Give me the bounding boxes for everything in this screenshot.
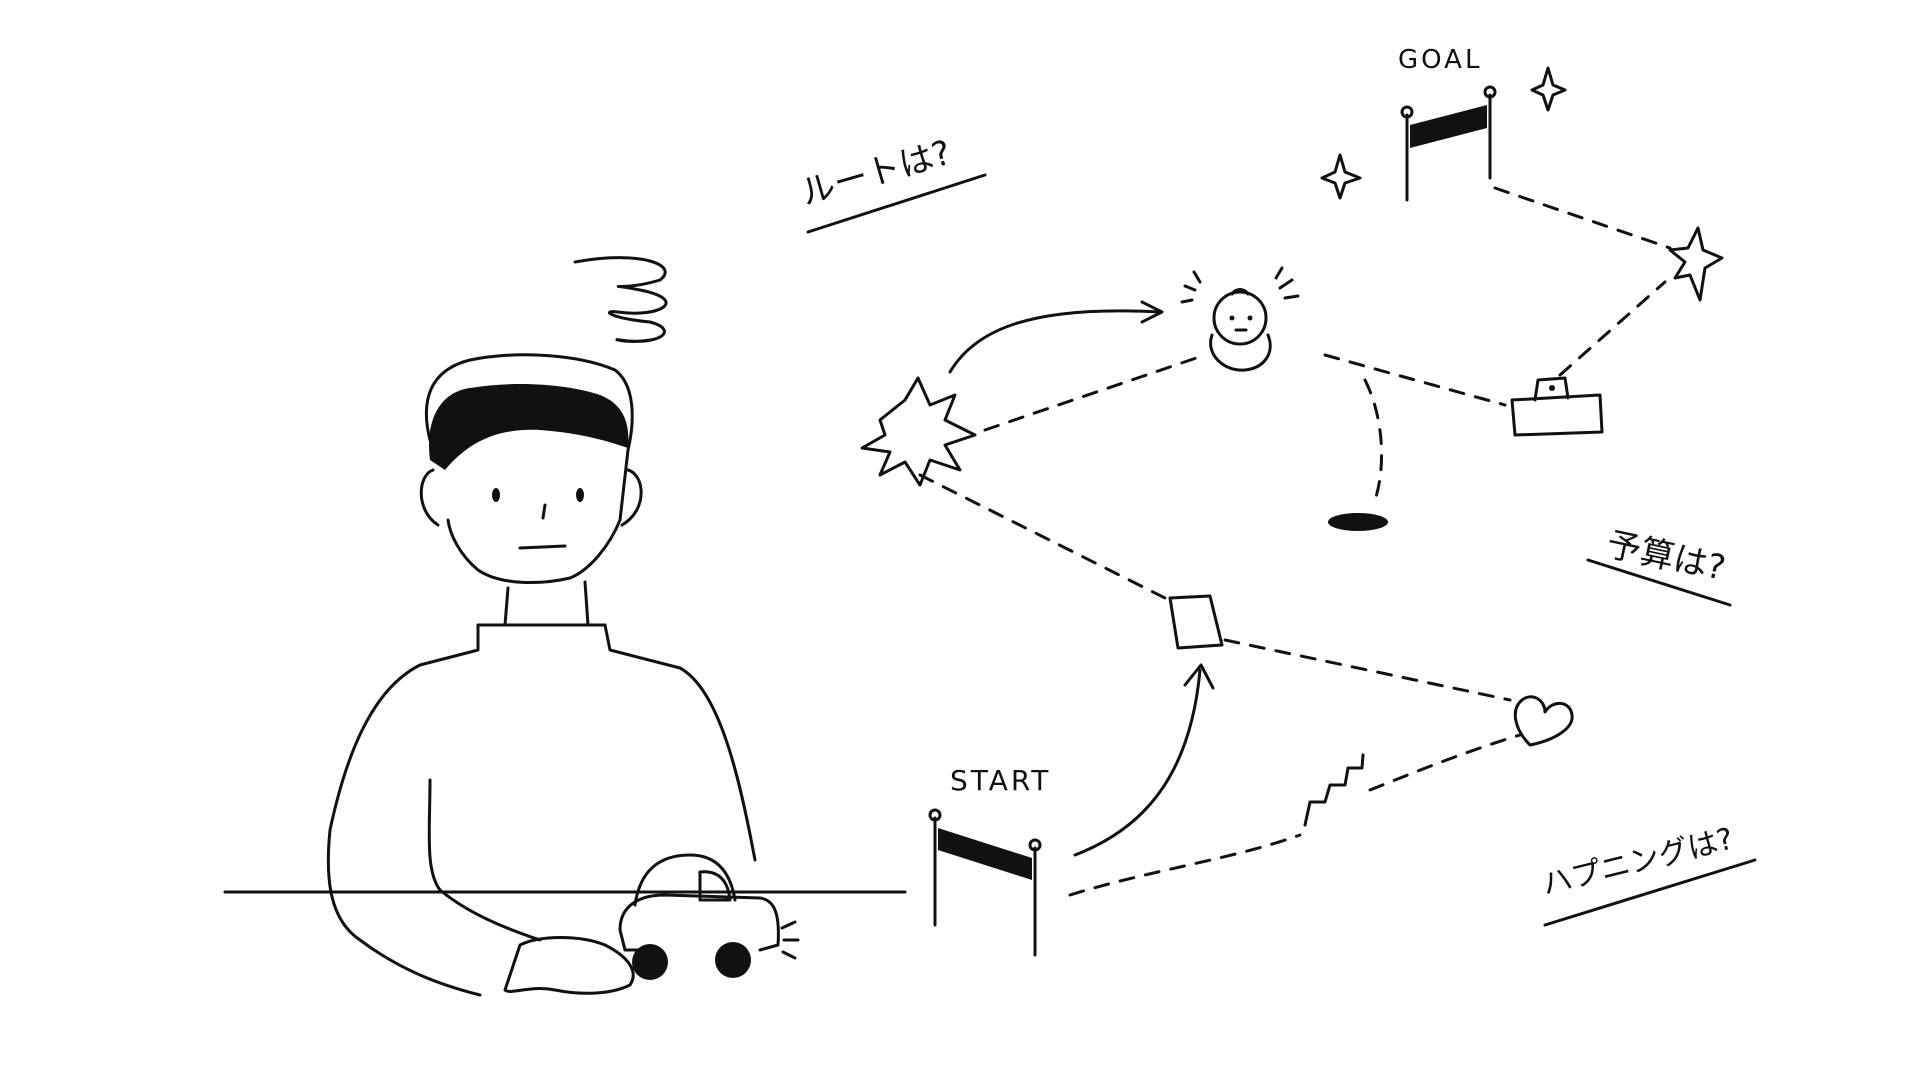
stamp-icon: [1510, 376, 1604, 437]
car-rear-wheel: [715, 942, 751, 978]
start-flag-knob-right: [1028, 838, 1042, 852]
happening-question: ハプニングは?: [1538, 821, 1757, 927]
route-arrowhead: [1140, 300, 1164, 324]
start-flag-knob-left: [928, 808, 942, 822]
start-banner: [938, 828, 1032, 880]
goal-flag: [1400, 85, 1497, 202]
route-path: [983, 353, 1207, 432]
budget-question-underline: [1586, 558, 1732, 607]
route-path: [1323, 353, 1507, 407]
baby-eye: [1229, 315, 1235, 321]
car-motion-lines: [780, 920, 800, 960]
route-paths: [918, 186, 1672, 897]
toy-car: [618, 853, 800, 980]
happening-question-underline: [1543, 858, 1757, 927]
budget-question: 予算は?: [1586, 525, 1732, 607]
sparkle-icon: [1530, 66, 1567, 112]
hair: [429, 384, 629, 470]
route-arrow: [948, 309, 1162, 374]
route-question: ルートは?: [796, 133, 987, 234]
route-path: [1068, 833, 1302, 897]
arm-inner: [427, 778, 542, 942]
route-arrowhead: [1183, 663, 1215, 690]
route-path: [1558, 280, 1667, 377]
right-ear: [620, 468, 643, 527]
head: [424, 353, 634, 585]
stamp-dot: [1549, 385, 1555, 391]
hole-icon: [1328, 513, 1388, 531]
burst-star-icon: [1668, 226, 1724, 302]
sweater: [326, 623, 482, 997]
card-icon: [1168, 594, 1224, 650]
route-path: [1363, 378, 1384, 502]
car-front-wheel: [632, 944, 668, 980]
goal-flag-knob-left: [1400, 105, 1414, 119]
route-path: [1368, 733, 1522, 792]
stamp-base: [1510, 393, 1604, 437]
car-roof: [633, 853, 737, 907]
sweater-right: [603, 623, 757, 862]
route-path: [918, 473, 1167, 600]
confusion-swirl-icon: [573, 256, 668, 343]
happening-question-text: ハプニングは?: [1538, 821, 1737, 902]
route-arrow: [1073, 668, 1202, 857]
left-eye: [492, 488, 500, 502]
baby-body: [1209, 333, 1272, 372]
baby-eye: [1247, 315, 1253, 321]
person-figure: [326, 256, 757, 997]
route-path: [1223, 638, 1512, 702]
stairs-icon: [1303, 753, 1365, 827]
explosion-icon: [860, 376, 977, 487]
neck: [503, 580, 590, 627]
stamp-handle: [1533, 376, 1570, 402]
car-body: [618, 893, 780, 952]
start-flag: [928, 808, 1042, 957]
baby-icon: [1180, 266, 1300, 372]
baby-motion-lines: [1180, 266, 1300, 304]
goal-label: GOAL: [1398, 45, 1482, 75]
goal-banner: [1410, 105, 1487, 148]
route-question-underline: [806, 173, 987, 234]
budget-question-text: 予算は?: [1603, 525, 1729, 589]
baby-hair: [1230, 288, 1250, 296]
mouth: [518, 544, 567, 550]
baby-head: [1212, 290, 1268, 346]
car-window: [698, 870, 732, 902]
heart-icon: [1513, 695, 1574, 747]
nose: [541, 503, 547, 520]
right-eye: [576, 488, 584, 502]
route-question-text: ルートは?: [796, 133, 955, 214]
sparkle-icon: [1320, 153, 1362, 200]
goal-flag-knob-right: [1483, 85, 1497, 99]
route-path: [1493, 186, 1672, 250]
start-label: START: [950, 764, 1051, 797]
hand: [503, 936, 635, 995]
left-ear: [419, 468, 440, 527]
